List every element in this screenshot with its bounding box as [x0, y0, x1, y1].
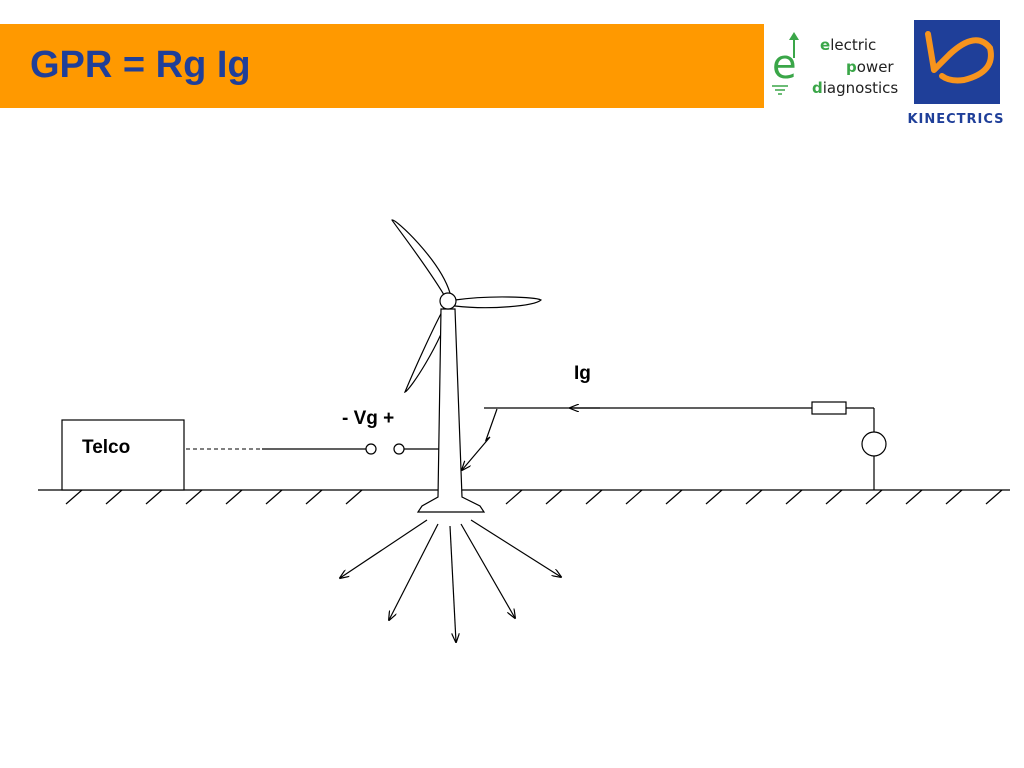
- ground-hatch-mark: [785, 489, 803, 505]
- epd-line-3: diagnostics: [812, 79, 899, 97]
- wind-turbine: [391, 219, 543, 513]
- voltage-source-icon: [861, 431, 887, 457]
- turbine-tower: [416, 308, 486, 513]
- slide-title: GPR = Rg Ig: [30, 44, 251, 86]
- vg-label: - Vg +: [342, 408, 394, 429]
- ground-hatch-mark: [225, 489, 243, 505]
- epd-logo: e electric power diagnostics: [768, 28, 908, 106]
- ground-hatch-mark: [65, 489, 83, 505]
- earth-arrow: [470, 519, 561, 577]
- vg-terminal-plus: [393, 443, 405, 455]
- ground-hatch-mark: [705, 489, 723, 505]
- ig-label: Ig: [574, 363, 591, 384]
- ground-hatch-mark: [985, 489, 1003, 505]
- epd-line-2: power: [846, 58, 894, 76]
- ground-hatch-mark: [105, 489, 123, 505]
- ground-hatch-mark: [505, 489, 523, 505]
- ground-hatch-mark: [665, 489, 683, 505]
- telco-box: [61, 419, 185, 491]
- earth-current-arrows: [340, 519, 561, 642]
- svg-text:e: e: [772, 42, 797, 88]
- ground-line: [38, 489, 1010, 505]
- kinectrics-wordmark: KINECTRICS: [907, 112, 1005, 127]
- ground-hatch-mark: [305, 489, 323, 505]
- title-bar: [0, 24, 764, 108]
- turbine-blade-up: [391, 219, 451, 302]
- turbine-blade-right: [454, 296, 543, 309]
- ground-hatch-mark: [945, 489, 963, 505]
- vg-terminal-minus: [365, 443, 377, 455]
- fault-arc-icon: [462, 408, 498, 470]
- epd-line-1: electric: [820, 36, 877, 54]
- ground-hatch-mark: [545, 489, 563, 505]
- earth-arrow: [340, 519, 428, 578]
- ground-hatch-mark: [345, 489, 363, 505]
- ground-hatch-mark: [625, 489, 643, 505]
- ground-hatch-mark: [265, 489, 283, 505]
- ground-hatch-mark: [825, 489, 843, 505]
- earth-arrow: [460, 523, 515, 618]
- ground-hatch-mark: [745, 489, 763, 505]
- ground-hatch-mark: [905, 489, 923, 505]
- epd-emblem-icon: e: [772, 32, 799, 95]
- ground-hatch-mark: [585, 489, 603, 505]
- kinectrics-logo-icon: [914, 20, 1000, 104]
- telco-label: Telco: [82, 437, 130, 458]
- ground-hatch-mark: [185, 489, 203, 505]
- turbine-hub: [439, 292, 457, 310]
- ground-hatch-mark: [145, 489, 163, 505]
- source-impedance: [811, 401, 847, 415]
- earth-arrow: [389, 523, 439, 620]
- ground-hatch-mark: [865, 489, 883, 505]
- earth-arrow: [449, 525, 456, 642]
